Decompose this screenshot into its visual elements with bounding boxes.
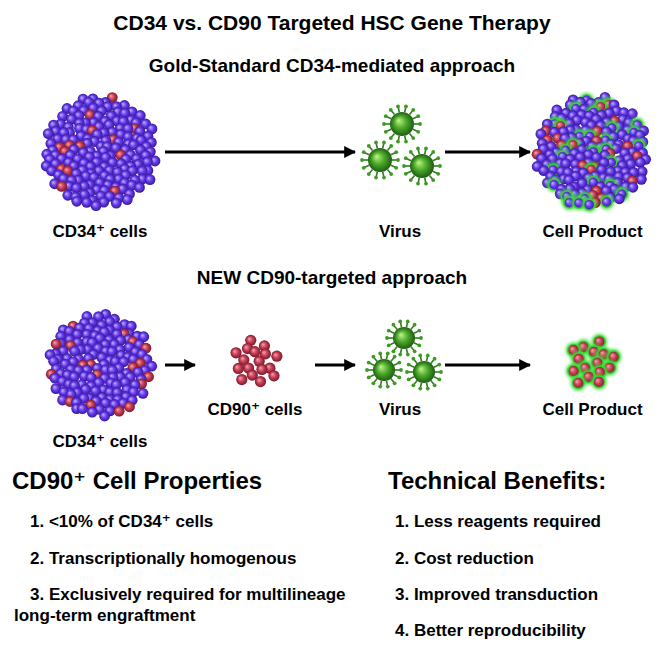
list-item-text: 1. <10% of CD34⁺ cells [30,512,213,531]
title: CD34 vs. CD90 Targeted HSC Gene Therapy [0,10,664,36]
cell-cluster [230,335,282,387]
flow-arrow [445,151,530,154]
illustration-node: Cell Product [530,92,655,242]
list-heading-text: CD90⁺ Cell Properties [12,467,262,494]
list-item: 1. Less reagents required [395,511,661,532]
list-item-text: 4. Better reproducibility [395,621,586,640]
cell-cluster [566,334,622,391]
list-item: 2. Cost reduction [395,548,661,569]
virus-particle [385,320,423,357]
list-heading: Technical Benefits: [388,466,660,496]
section-heading: Gold-Standard CD34-mediated approach [0,54,664,78]
section-heading: NEW CD90-targeted approach [0,266,664,290]
list-heading-text: Technical Benefits: [388,467,606,494]
flow-arrow [165,151,355,154]
flow-arrow [315,364,355,367]
section-heading-text: Gold-Standard CD34-mediated approach [149,55,515,76]
illustration-node: CD90⁺ cells [195,332,315,420]
list-item: 4. Better reproducibility [395,620,661,641]
list-heading: CD90⁺ Cell Properties [12,466,372,496]
illustration-node: Virus [355,320,445,420]
flow-arrow [165,364,195,367]
title-text: CD34 vs. CD90 Targeted HSC Gene Therapy [113,11,550,34]
illustration-node: CD34⁺ cells [35,92,165,242]
virus-particle [405,354,443,391]
node-label: CD90⁺ cells [208,399,303,420]
list-item: 1. <10% of CD34⁺ cells [30,511,360,532]
illustration-node: Cell Product [530,332,655,420]
cell-cluster [45,309,157,422]
flow-arrow [445,364,530,367]
list-item-text: 2. Transcriptionally homogenous [30,549,296,568]
virus-particle [365,352,403,389]
virus-particle [360,141,400,180]
cell-cluster [532,92,651,212]
node-label: Cell Product [542,400,642,420]
virus-particle [402,147,442,186]
list-item-text: 3. Improved transduction [395,585,598,604]
illustration-node: Virus [355,100,445,242]
illustration-node: CD34⁺ cells [35,308,165,452]
list-item: 3. Exclusively required for multilineage… [14,584,349,627]
virus-particle [382,105,422,144]
node-label: Virus [379,222,421,242]
list-item-text: 3. Exclusively required for multilineage… [14,585,346,625]
list-item-text: 2. Cost reduction [395,549,534,568]
list-item-text: 1. Less reagents required [395,512,601,531]
node-label: Virus [379,400,421,420]
section-heading-text: NEW CD90-targeted approach [197,267,467,288]
node-label: Cell Product [542,222,642,242]
node-label: CD34⁺ cells [53,431,148,452]
cell-cluster [41,92,161,211]
list-item: 3. Improved transduction [395,584,661,605]
list-item: 2. Transcriptionally homogenous [30,548,360,569]
node-label: CD34⁺ cells [53,221,148,242]
